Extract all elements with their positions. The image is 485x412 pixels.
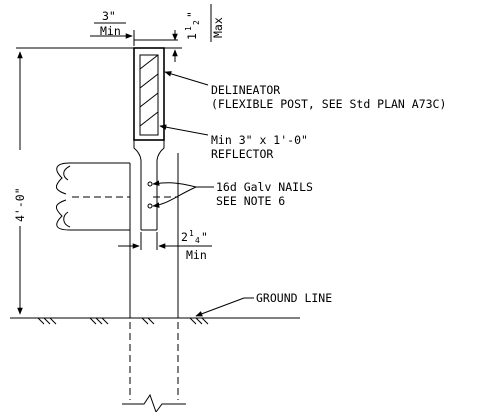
callout-delineator: DELINEATOR (FLEXIBLE POST, SEE Std PLAN … — [164, 71, 446, 111]
callout-nails-line2: SEE NOTE 6 — [216, 194, 285, 208]
dimension-bottom-den: 4 — [195, 236, 200, 245]
dimension-bottom-label: Min — [186, 248, 207, 262]
ground-line: GROUND LINE — [10, 291, 332, 325]
callout-nails: 16d Galv NAILS SEE NOTE 6 — [152, 180, 313, 208]
reflector-panel — [139, 54, 159, 136]
dimension-max-whole: 1 — [185, 33, 199, 40]
dimension-height: 4'-0" — [13, 47, 134, 315]
dimension-max-label: Max — [211, 17, 225, 38]
nails — [147, 181, 178, 209]
break-line — [122, 393, 186, 412]
callout-delineator-line1: DELINEATOR — [211, 83, 280, 97]
dimension-height-label: 4'-0" — [13, 187, 27, 222]
dimension-bottom-min: 2 1 4 " Min — [118, 229, 212, 262]
dimension-max-den: 2 — [192, 20, 201, 25]
dimension-top-label: Min — [100, 24, 121, 38]
callout-reflector-line1: Min 3" x 1'-0" — [211, 133, 308, 147]
callout-nails-line1: 16d Galv NAILS — [216, 180, 313, 194]
dimension-top-min: 3" Min — [90, 9, 135, 46]
svg-text:": " — [201, 230, 208, 244]
callout-ground-line: GROUND LINE — [256, 291, 332, 305]
callout-delineator-line2: (FLEXIBLE POST, SEE Std PLAN A73C) — [211, 97, 446, 111]
delineator-post — [133, 47, 165, 231]
dimension-top-max: 1 1 2 " Max — [134, 4, 225, 62]
dimension-bottom-whole: 2 — [181, 230, 188, 244]
wood-post — [129, 153, 179, 400]
callout-reflector: Min 3" x 1'-0" REFLECTOR — [159, 124, 308, 161]
guard-rail-block — [56, 162, 130, 231]
dimension-bottom-num: 1 — [189, 229, 194, 238]
dimension-max-num: 1 — [184, 26, 193, 31]
dimension-top-value: 3" — [102, 9, 116, 23]
callout-reflector-line2: REFLECTOR — [211, 147, 273, 161]
svg-text:": " — [185, 11, 199, 18]
